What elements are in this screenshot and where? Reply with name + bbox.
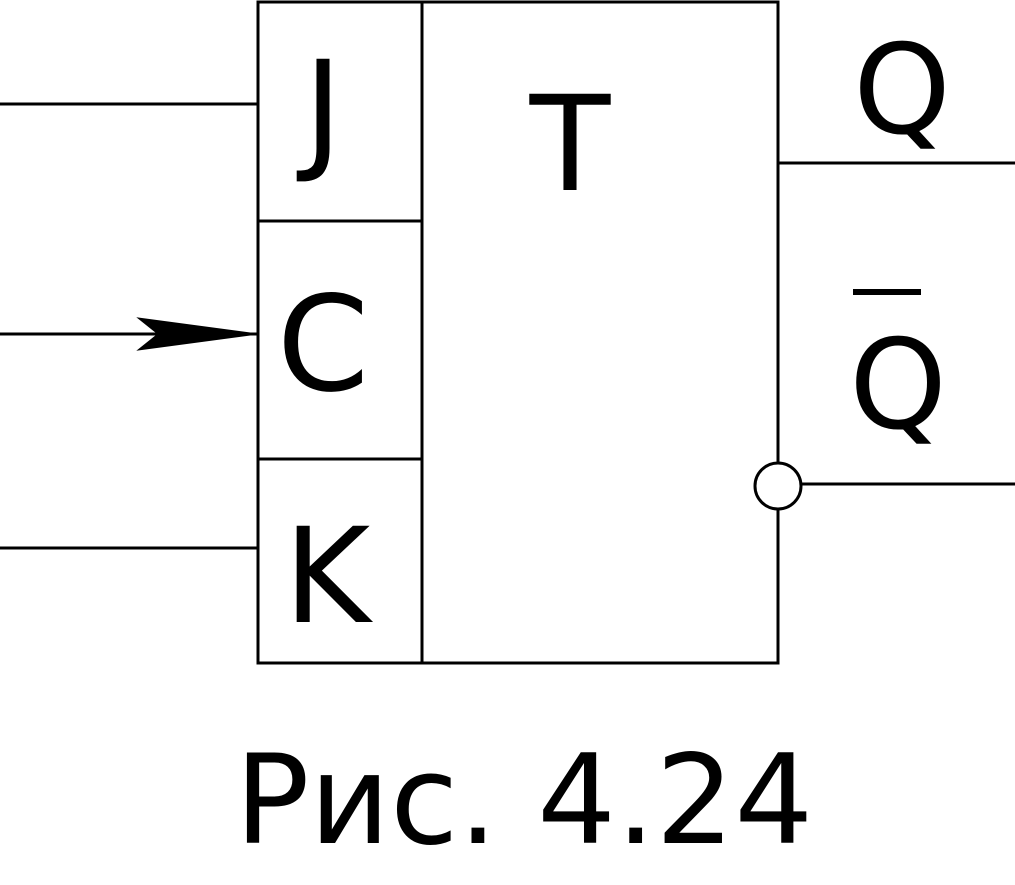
- clock-arrow-head: [136, 317, 259, 351]
- q-bar-label: Q: [849, 314, 947, 458]
- inversion-circle: [753, 461, 803, 511]
- k-label: K: [284, 500, 374, 654]
- figure-caption: Рис. 4.24: [235, 729, 813, 873]
- j-label: J: [297, 33, 343, 187]
- c-label: C: [277, 268, 369, 422]
- q-label: Q: [853, 19, 951, 163]
- t-label: T: [529, 68, 612, 222]
